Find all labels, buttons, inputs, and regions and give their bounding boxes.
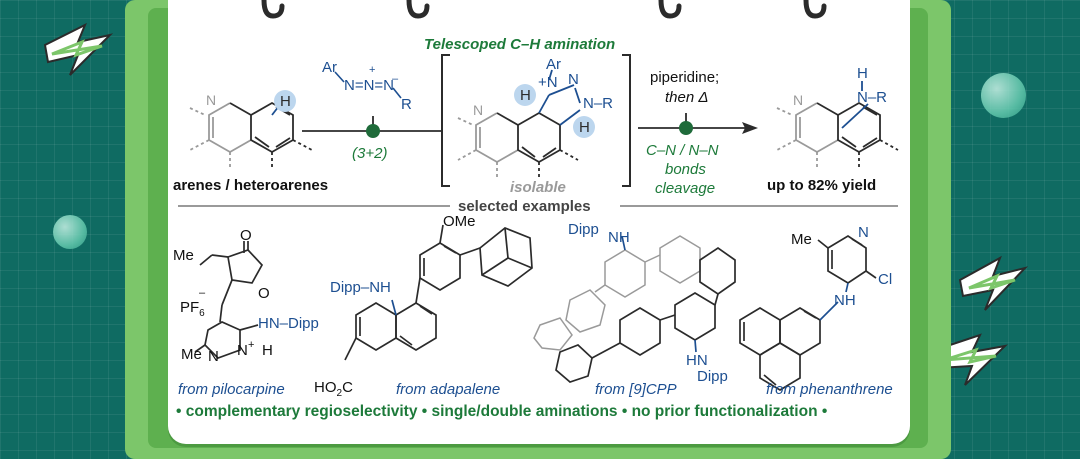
scheme-title: Telescoped C–H amination	[424, 36, 616, 53]
lightning-bolt-icon	[958, 255, 1029, 311]
phen-nh: NH	[834, 292, 856, 309]
reagent-ar: Ar	[322, 59, 337, 76]
substrate-hydrogen: H	[280, 93, 291, 110]
examples-title: selected examples	[458, 198, 591, 215]
cleavage-line-2: bonds	[665, 161, 706, 178]
intermediate-ring-nitrogen: N	[473, 102, 484, 118]
intermediate-status: isolable	[510, 179, 566, 196]
phen-pyridine-n: N	[858, 224, 869, 241]
conditions-line-1: piperidine;	[650, 69, 720, 86]
reagent-plus: +	[369, 64, 376, 76]
pilo-n1: N	[208, 348, 219, 365]
product-yield: up to 82% yield	[767, 177, 877, 194]
pilo-hn-dipp: HN–Dipp	[258, 315, 319, 332]
features-footer: • complementary regioselectivity • singl…	[176, 403, 828, 420]
cleavage-line-3: cleavage	[655, 180, 716, 197]
cpp-nh-top: NH	[608, 229, 630, 246]
intermediate-n-plus: +N	[538, 74, 558, 91]
reagent-minus: –	[392, 73, 399, 85]
adapalene-acid: HO2C	[314, 379, 353, 399]
lightning-bolt-icon	[43, 22, 114, 76]
phen-chloro: Cl	[878, 271, 893, 288]
binder-ring-icon	[658, 0, 682, 19]
pilo-carbonyl-o: O	[240, 227, 252, 244]
cpp-dipp-bottom: Dipp	[697, 368, 728, 385]
pilo-n-methyl: Me	[181, 346, 202, 363]
intermediate-ar: Ar	[546, 56, 561, 73]
adapalene-ome: OMe	[443, 213, 476, 230]
substrate-ring-nitrogen: N	[206, 92, 217, 108]
ch-highlight	[274, 90, 296, 112]
example-source: from adapalene	[396, 381, 501, 398]
intermediate-h-2: H	[579, 119, 590, 136]
pilo-n2: N	[237, 342, 248, 359]
binder-ring-icon	[803, 0, 827, 19]
cpp-hn: HN	[686, 352, 708, 369]
scheme-panel	[168, 0, 910, 444]
cycloaddition-label: (3+2)	[352, 145, 388, 162]
reagent-r: R	[401, 96, 412, 113]
intermediate-nr: N–R	[583, 95, 614, 112]
binder-ring-icon	[261, 0, 285, 19]
bubble-decoration	[981, 73, 1026, 118]
example-source: from pilocarpine	[178, 381, 285, 398]
intermediate-h-highlight-1	[514, 84, 536, 106]
example-source: from [9]CPP	[595, 381, 677, 398]
product-nh-hydrogen: H	[857, 65, 868, 82]
substrate-label: arenes / heteroarenes	[173, 177, 329, 194]
product-amine: N–R	[857, 89, 888, 106]
pilo-ring-o: O	[258, 285, 270, 302]
binder-ring-icon	[406, 0, 430, 19]
intermediate-n2: N	[568, 71, 579, 88]
intermediate-h-highlight-2	[573, 116, 595, 138]
cleavage-line-1: C–N / N–N	[646, 142, 719, 159]
example-source: from phenanthrene	[766, 381, 893, 398]
product-ring-nitrogen: N	[793, 92, 804, 108]
phen-methyl: Me	[791, 231, 812, 248]
pilo-charge: +	[248, 339, 255, 351]
pilo-pf6-charge: –	[199, 287, 206, 299]
reagent-azide: N=N=N	[344, 77, 395, 94]
pilo-pf6: PF6	[180, 299, 205, 319]
intermediate-h-1: H	[520, 87, 531, 104]
cpp-dipp-top: Dipp	[568, 221, 599, 238]
bubble-decoration	[53, 215, 87, 249]
pilo-methyl: Me	[173, 247, 194, 264]
pilo-h: H	[262, 342, 273, 359]
conditions-line-2: then Δ	[665, 89, 709, 106]
adapalene-dipp-nh: Dipp–NH	[330, 279, 391, 296]
